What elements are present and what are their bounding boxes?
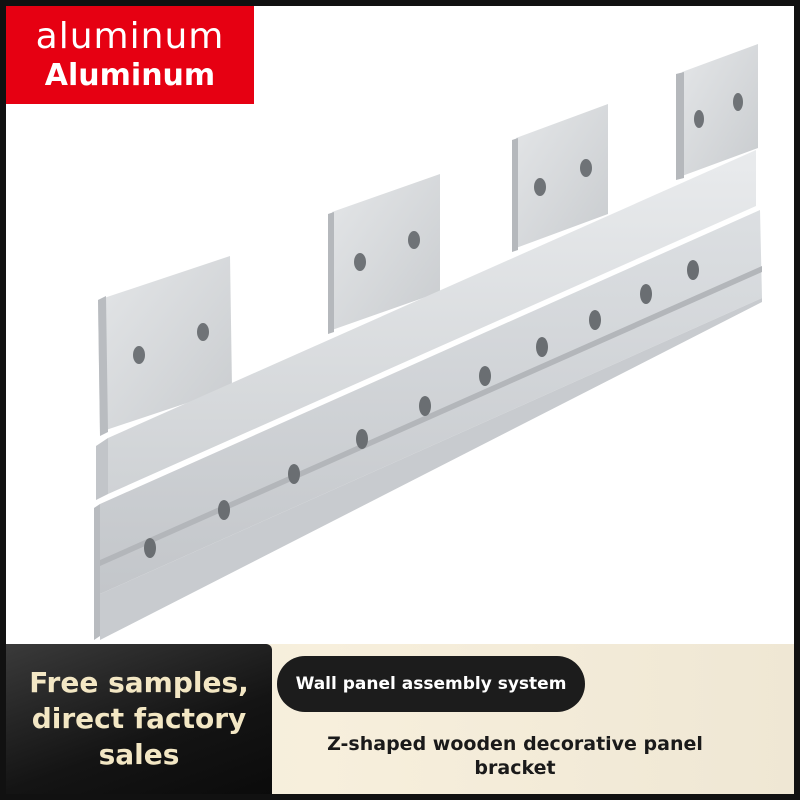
material-badge: aluminum Aluminum bbox=[6, 6, 254, 104]
description-line-1: Z-shaped wooden decorative panel bbox=[327, 733, 703, 755]
promo-line-1: Free samples, bbox=[29, 666, 249, 699]
promo-line-2: direct factory bbox=[31, 702, 247, 735]
rail-holes bbox=[144, 260, 699, 558]
mounting-tab bbox=[328, 174, 440, 334]
promo-card: Free samples, direct factory sales bbox=[6, 644, 272, 794]
mounting-tab bbox=[676, 44, 758, 180]
badge-line-2: Aluminum bbox=[44, 58, 216, 93]
product-description: Z-shaped wooden decorative panel bracket bbox=[300, 732, 730, 780]
badge-line-1: aluminum bbox=[35, 16, 225, 57]
system-label: Wall panel assembly system bbox=[295, 674, 567, 694]
system-label-pill: Wall panel assembly system bbox=[277, 656, 585, 712]
promo-line-3: sales bbox=[98, 738, 180, 771]
mounting-tab bbox=[512, 104, 608, 252]
description-line-2: bracket bbox=[474, 757, 556, 779]
mounting-tab bbox=[98, 256, 232, 436]
